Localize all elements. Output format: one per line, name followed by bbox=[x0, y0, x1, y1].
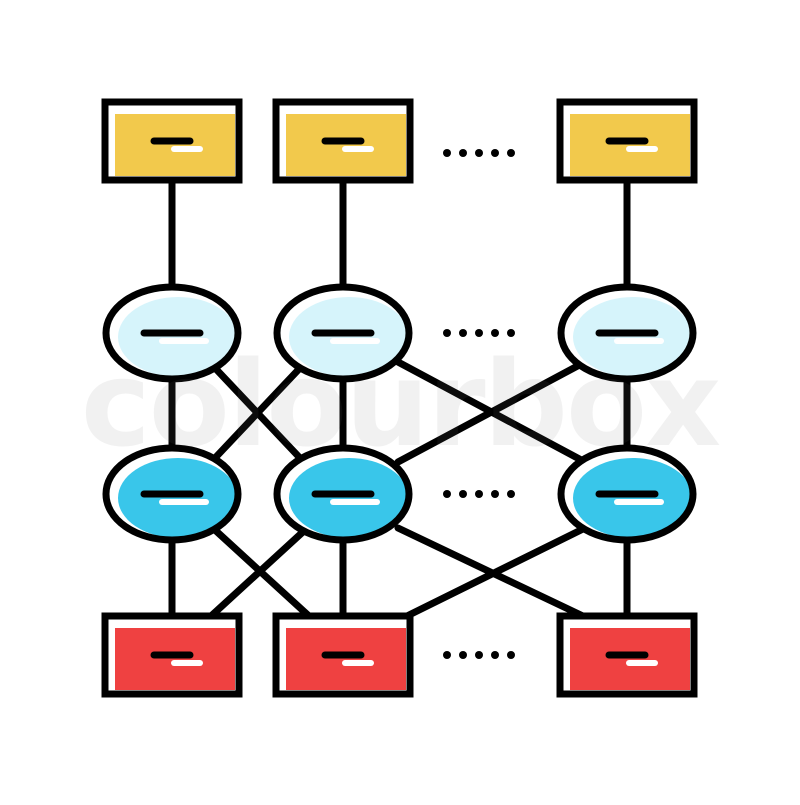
hidden-2-node-0 bbox=[102, 444, 242, 544]
input-node-1-fill bbox=[286, 628, 406, 690]
dot-2-3 bbox=[491, 490, 499, 498]
dot-3-1 bbox=[459, 651, 467, 659]
dot-0-1 bbox=[459, 149, 467, 157]
dot-3-0 bbox=[443, 651, 451, 659]
input-node-2-outline bbox=[556, 612, 698, 698]
connections bbox=[168, 176, 631, 621]
hidden-2-node-1-fill bbox=[289, 458, 409, 538]
dot-3-3 bbox=[491, 651, 499, 659]
output-node-1 bbox=[272, 98, 414, 184]
input-node-2 bbox=[556, 612, 698, 698]
ellipsis-dots-row-0 bbox=[443, 149, 515, 157]
hidden-1-node-0 bbox=[102, 283, 242, 383]
output-node-1-outline bbox=[272, 98, 414, 184]
dot-1-2 bbox=[475, 329, 483, 337]
ellipsis-dots-row-2 bbox=[443, 490, 515, 498]
ellipsis-dots bbox=[443, 149, 515, 659]
link-cross-h2-in-d bbox=[401, 524, 589, 621]
hidden-1-node-0-fill bbox=[118, 297, 238, 377]
dot-0-2 bbox=[475, 149, 483, 157]
dot-0-4 bbox=[507, 149, 515, 157]
dot-2-0 bbox=[443, 490, 451, 498]
input-node-0-fill bbox=[115, 628, 235, 690]
output-node-2-outline bbox=[556, 98, 698, 184]
link-cross-h1-h2-b bbox=[211, 364, 304, 462]
hidden-2-node-0-fill bbox=[118, 458, 238, 538]
output-node-0-fill bbox=[115, 114, 235, 176]
ellipsis-dots-row-3 bbox=[443, 651, 515, 659]
dot-1-3 bbox=[491, 329, 499, 337]
output-node-2 bbox=[556, 98, 698, 184]
dot-3-2 bbox=[475, 651, 483, 659]
output-node-1-fill bbox=[286, 114, 406, 176]
dot-3-4 bbox=[507, 651, 515, 659]
hidden-1-node-1-outline bbox=[273, 283, 413, 383]
hidden-2-node-2-fill bbox=[573, 458, 693, 538]
dot-1-0 bbox=[443, 329, 451, 337]
dot-1-1 bbox=[459, 329, 467, 337]
link-cross-h2-in-b bbox=[206, 526, 309, 621]
nodes bbox=[101, 98, 698, 698]
hidden-1-node-1-fill bbox=[289, 297, 409, 377]
hidden-1-node-0-outline bbox=[102, 283, 242, 383]
output-node-0-outline bbox=[101, 98, 243, 184]
hidden-1-node-2-outline bbox=[557, 283, 697, 383]
hidden-1-node-2-fill bbox=[573, 297, 693, 377]
hidden-2-node-1 bbox=[273, 444, 413, 544]
output-node-0 bbox=[101, 98, 243, 184]
link-cross-h1-h2-d bbox=[394, 358, 589, 466]
dot-0-3 bbox=[491, 149, 499, 157]
hidden-2-node-2-outline bbox=[557, 444, 697, 544]
input-node-1 bbox=[272, 612, 414, 698]
hidden-2-node-0-outline bbox=[102, 444, 242, 544]
hidden-1-node-1 bbox=[273, 283, 413, 383]
dot-2-1 bbox=[459, 490, 467, 498]
input-node-2-fill bbox=[570, 628, 690, 690]
input-node-0 bbox=[101, 612, 243, 698]
hidden-1-node-2 bbox=[557, 283, 697, 383]
dot-0-0 bbox=[443, 149, 451, 157]
hidden-2-node-1-outline bbox=[273, 444, 413, 544]
dot-1-4 bbox=[507, 329, 515, 337]
output-node-2-fill bbox=[570, 114, 690, 176]
dot-2-4 bbox=[507, 490, 515, 498]
dot-2-2 bbox=[475, 490, 483, 498]
hidden-2-node-2 bbox=[557, 444, 697, 544]
input-node-1-outline bbox=[272, 612, 414, 698]
ellipsis-dots-row-1 bbox=[443, 329, 515, 337]
input-node-0-outline bbox=[101, 612, 243, 698]
